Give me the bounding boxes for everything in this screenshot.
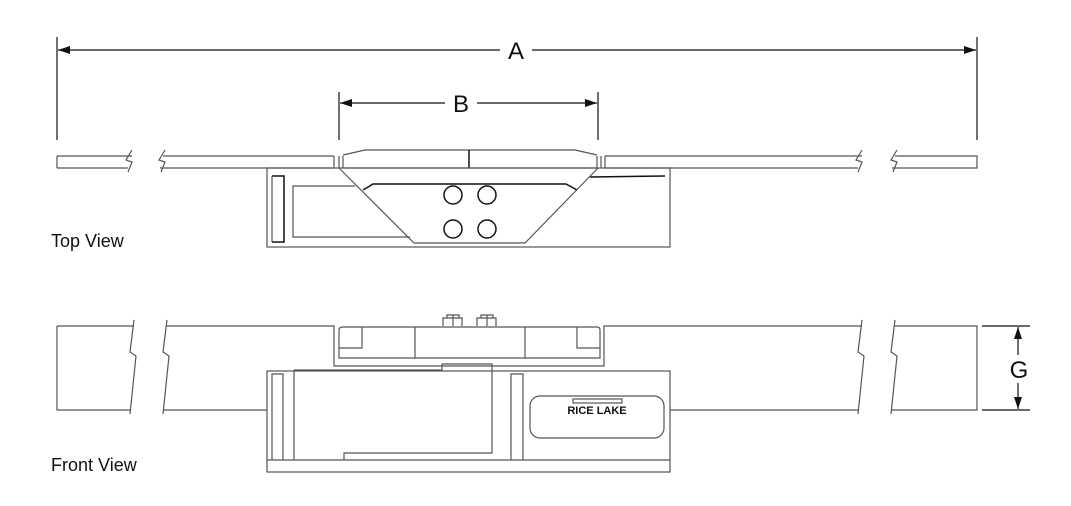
front-view: RICE LAKE Front View: [51, 314, 978, 475]
brand-label: RICE LAKE: [567, 405, 626, 417]
dimension-b-label: B: [453, 91, 469, 118]
bolt-hole: [477, 185, 497, 205]
dimension-b: B: [338, 91, 599, 140]
dimension-g-label: G: [1010, 357, 1029, 384]
dimension-g: G: [982, 325, 1030, 411]
bolt-hole: [477, 219, 497, 239]
brand-plate: [529, 395, 665, 439]
bolt-hole: [443, 219, 463, 239]
top-view: Top View: [51, 149, 978, 251]
dimension-a-label: A: [508, 38, 524, 65]
dimension-a: A: [56, 37, 978, 140]
bolt-heads: [442, 314, 497, 326]
front-view-label: Front View: [51, 455, 138, 475]
top-view-label: Top View: [51, 231, 125, 251]
bolt-hole: [443, 185, 463, 205]
